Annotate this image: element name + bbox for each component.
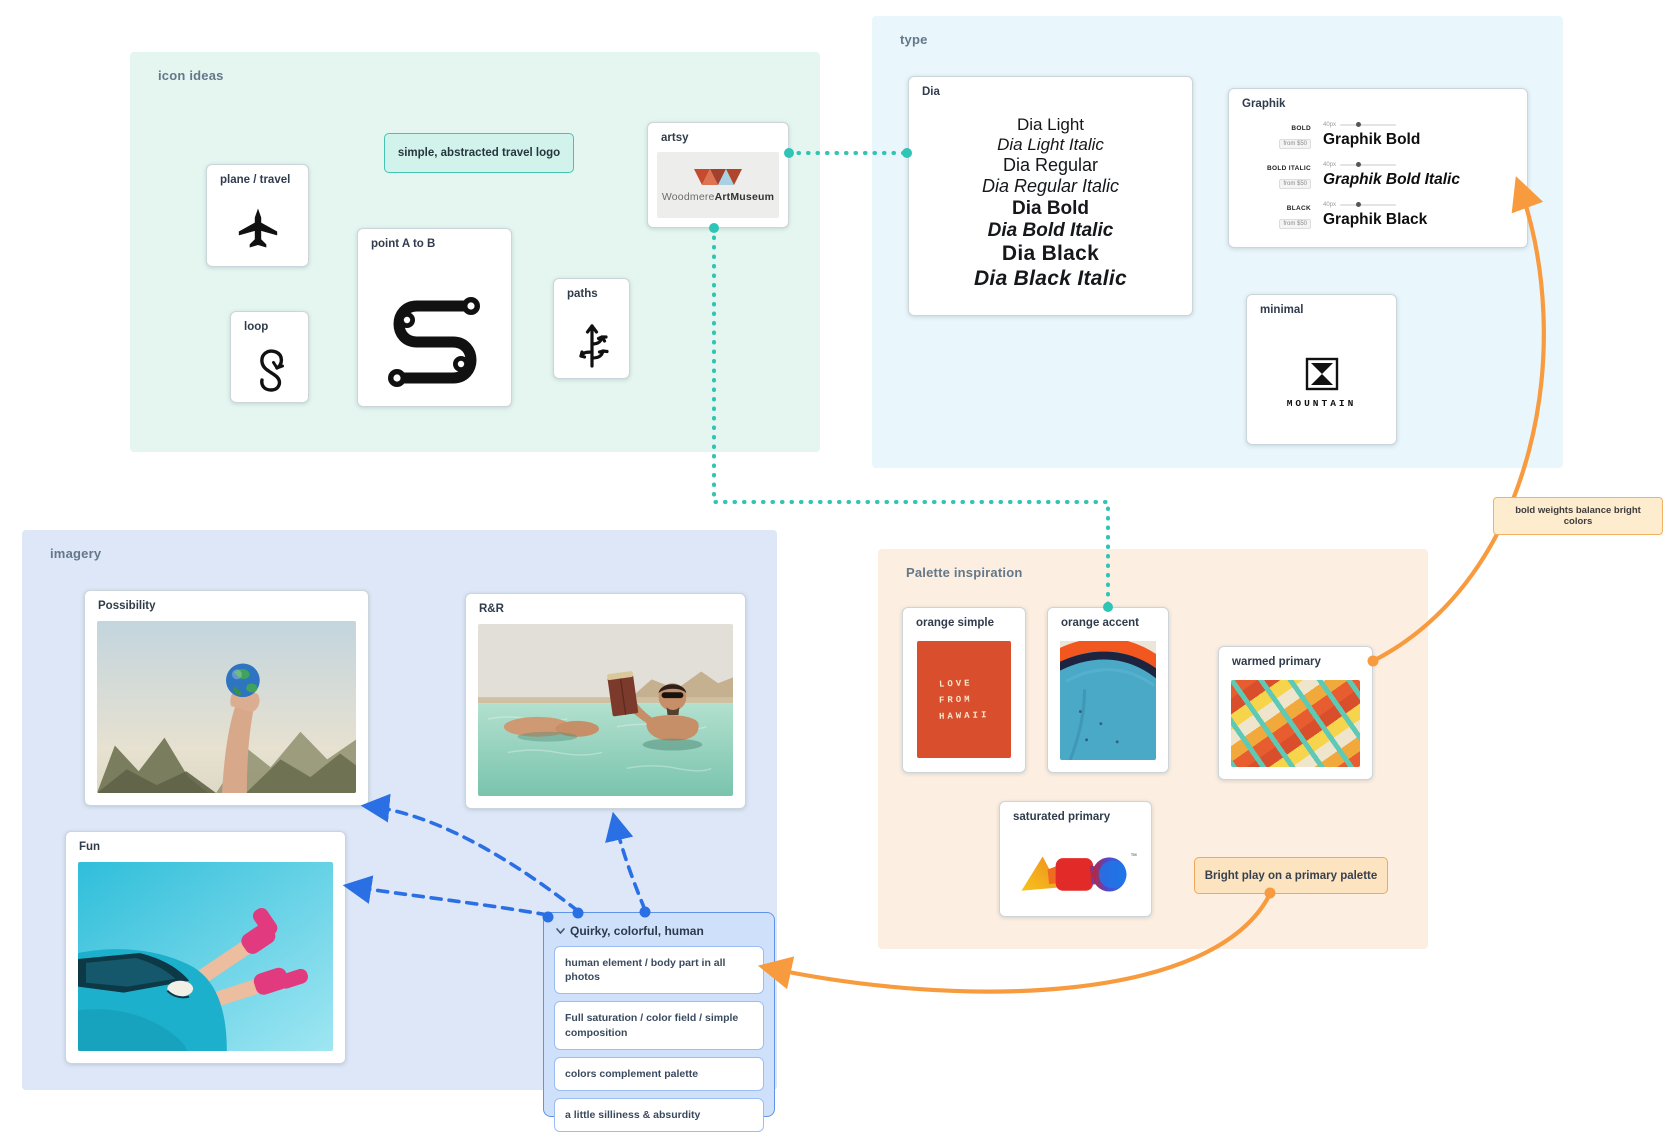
specimen: Dia Regular: [1002, 155, 1099, 176]
size-value: 40px: [1323, 202, 1337, 208]
list-header[interactable]: Quirky, colorful, human: [556, 924, 764, 938]
graphik-row: BLACK from $50 40px Graphik Black: [1243, 201, 1515, 241]
list-item[interactable]: Full saturation / color field / simple c…: [554, 1001, 764, 1050]
specimen: Graphik Bold: [1323, 131, 1421, 148]
card-rr[interactable]: R&R: [465, 593, 746, 809]
mountain-logo-text: MOUNTAIN: [1286, 398, 1357, 409]
label-bold-weights[interactable]: bold weights balance bright colors: [1493, 497, 1663, 535]
card-title: orange accent: [1061, 617, 1139, 629]
card-loop[interactable]: loop: [230, 311, 309, 403]
price-badge: from $50: [1279, 219, 1311, 229]
graphik-row: BOLD ITALIC from $50 40px Graphik Bold It…: [1243, 161, 1515, 201]
specimen: Dia Bold: [1011, 197, 1090, 219]
card-title: minimal: [1260, 304, 1304, 316]
mountain-logo: MOUNTAIN: [1247, 321, 1396, 444]
size-slider[interactable]: [1340, 162, 1397, 167]
note-simple-abstracted-travel-logo[interactable]: simple, abstracted travel logo: [384, 133, 574, 173]
size-slider[interactable]: [1340, 202, 1397, 207]
photo-man-floating-reading: [478, 624, 733, 796]
card-title: plane / travel: [220, 174, 291, 186]
card-minimal[interactable]: minimal MOUNTAIN: [1246, 294, 1397, 445]
card-title: saturated primary: [1013, 811, 1111, 823]
photo-legs-out-car-window: [78, 862, 333, 1051]
specimen: Dia Light Italic: [997, 135, 1104, 155]
specimen: Dia Black: [1001, 242, 1100, 266]
size-value: 40px: [1323, 122, 1337, 128]
list-quirky-colorful-human[interactable]: Quirky, colorful, human human element / …: [543, 912, 775, 1133]
poster-line: LOVE: [938, 677, 973, 690]
section-icon-ideas-label: icon ideas: [158, 68, 224, 83]
poster-line: HAWAII: [938, 709, 990, 722]
photo-blue-surface-orange-stripe: [1060, 641, 1156, 760]
woodmere-triangles-icon: [694, 168, 742, 185]
photo-hand-holding-globe: [97, 621, 356, 793]
love-from-hawaii-poster: LOVE FROM HAWAII: [917, 641, 1011, 758]
size-slider[interactable]: [1340, 122, 1397, 127]
note-text: Bright play on a primary palette: [1204, 869, 1378, 882]
card-dia[interactable]: Dia Dia Light Dia Light Italic Dia Regul…: [908, 76, 1193, 316]
specimen: Graphik Bold Italic: [1323, 171, 1460, 188]
graphik-row: BOLD from $50 40px Graphik Bold: [1243, 121, 1515, 161]
specimen: Dia Regular Italic: [981, 176, 1120, 197]
card-graphik[interactable]: Graphik BOLD from $50 40px Graphik Bold B…: [1228, 88, 1528, 248]
trademark-glyph: ™: [1130, 853, 1137, 860]
note-bright-play[interactable]: Bright play on a primary palette: [1194, 857, 1388, 894]
card-title: warmed primary: [1232, 656, 1321, 668]
airplane-icon: [207, 191, 308, 266]
card-title: Fun: [79, 841, 101, 853]
branching-paths-icon: [554, 305, 629, 378]
weight-tag: BOLD ITALIC: [1267, 165, 1311, 172]
card-title: artsy: [661, 132, 689, 144]
card-point-a-to-b[interactable]: point A to B: [357, 228, 512, 407]
card-title: Possibility: [98, 600, 156, 612]
card-title: orange simple: [916, 617, 994, 629]
card-title: loop: [244, 321, 269, 333]
card-title: R&R: [479, 603, 504, 615]
s-path-icon: [358, 255, 511, 406]
section-palette-label: Palette inspiration: [906, 565, 1023, 580]
dia-font-specimens: Dia Light Dia Light Italic Dia Regular D…: [909, 115, 1192, 292]
loop-icon: [231, 338, 308, 402]
specimen: Dia Bold Italic: [987, 219, 1114, 241]
card-orange-simple[interactable]: orange simple LOVE FROM HAWAII: [902, 607, 1026, 773]
card-artsy[interactable]: artsy WoodmereArtMuseum: [647, 122, 789, 228]
price-badge: from $50: [1279, 179, 1311, 189]
card-title: Graphik: [1242, 98, 1286, 110]
woodmere-logo-text: WoodmereArtMuseum: [661, 190, 775, 203]
chevron-down-icon: [556, 928, 565, 934]
list-header-text: Quirky, colorful, human: [570, 924, 704, 938]
weight-tag: BOLD: [1291, 125, 1311, 132]
size-value: 40px: [1323, 162, 1337, 168]
list-item[interactable]: a little silliness & absurdity: [554, 1097, 764, 1133]
specimen: Dia Black Italic: [973, 267, 1128, 291]
card-fun[interactable]: Fun: [65, 831, 346, 1064]
card-paths[interactable]: paths: [553, 278, 630, 379]
section-imagery-label: imagery: [50, 546, 102, 561]
primary-shapes-logo: ™: [1000, 828, 1151, 916]
section-type-label: type: [900, 32, 928, 47]
card-orange-accent[interactable]: orange accent: [1047, 607, 1169, 773]
card-title: point A to B: [371, 238, 436, 250]
card-plane-travel[interactable]: plane / travel: [206, 164, 309, 267]
mountain-icon: [1305, 357, 1338, 391]
card-warmed-primary[interactable]: warmed primary: [1218, 646, 1373, 780]
list-item[interactable]: colors complement palette: [554, 1056, 764, 1091]
card-title: Dia: [922, 86, 940, 98]
list-item[interactable]: human element / body part in all photos: [554, 946, 764, 995]
specimen: Graphik Black: [1323, 211, 1428, 228]
card-possibility[interactable]: Possibility: [84, 590, 369, 806]
card-title: paths: [567, 288, 598, 300]
poster-line: FROM: [938, 693, 973, 706]
photo-matchbox-grid: [1231, 680, 1360, 767]
note-text: simple, abstracted travel logo: [397, 147, 561, 159]
weight-tag: BLACK: [1286, 205, 1311, 212]
price-badge: from $50: [1279, 139, 1311, 149]
woodmere-art-museum-logo: WoodmereArtMuseum: [657, 152, 779, 218]
specimen: Dia Light: [1016, 115, 1085, 134]
card-saturated-primary[interactable]: saturated primary ™: [999, 801, 1152, 917]
